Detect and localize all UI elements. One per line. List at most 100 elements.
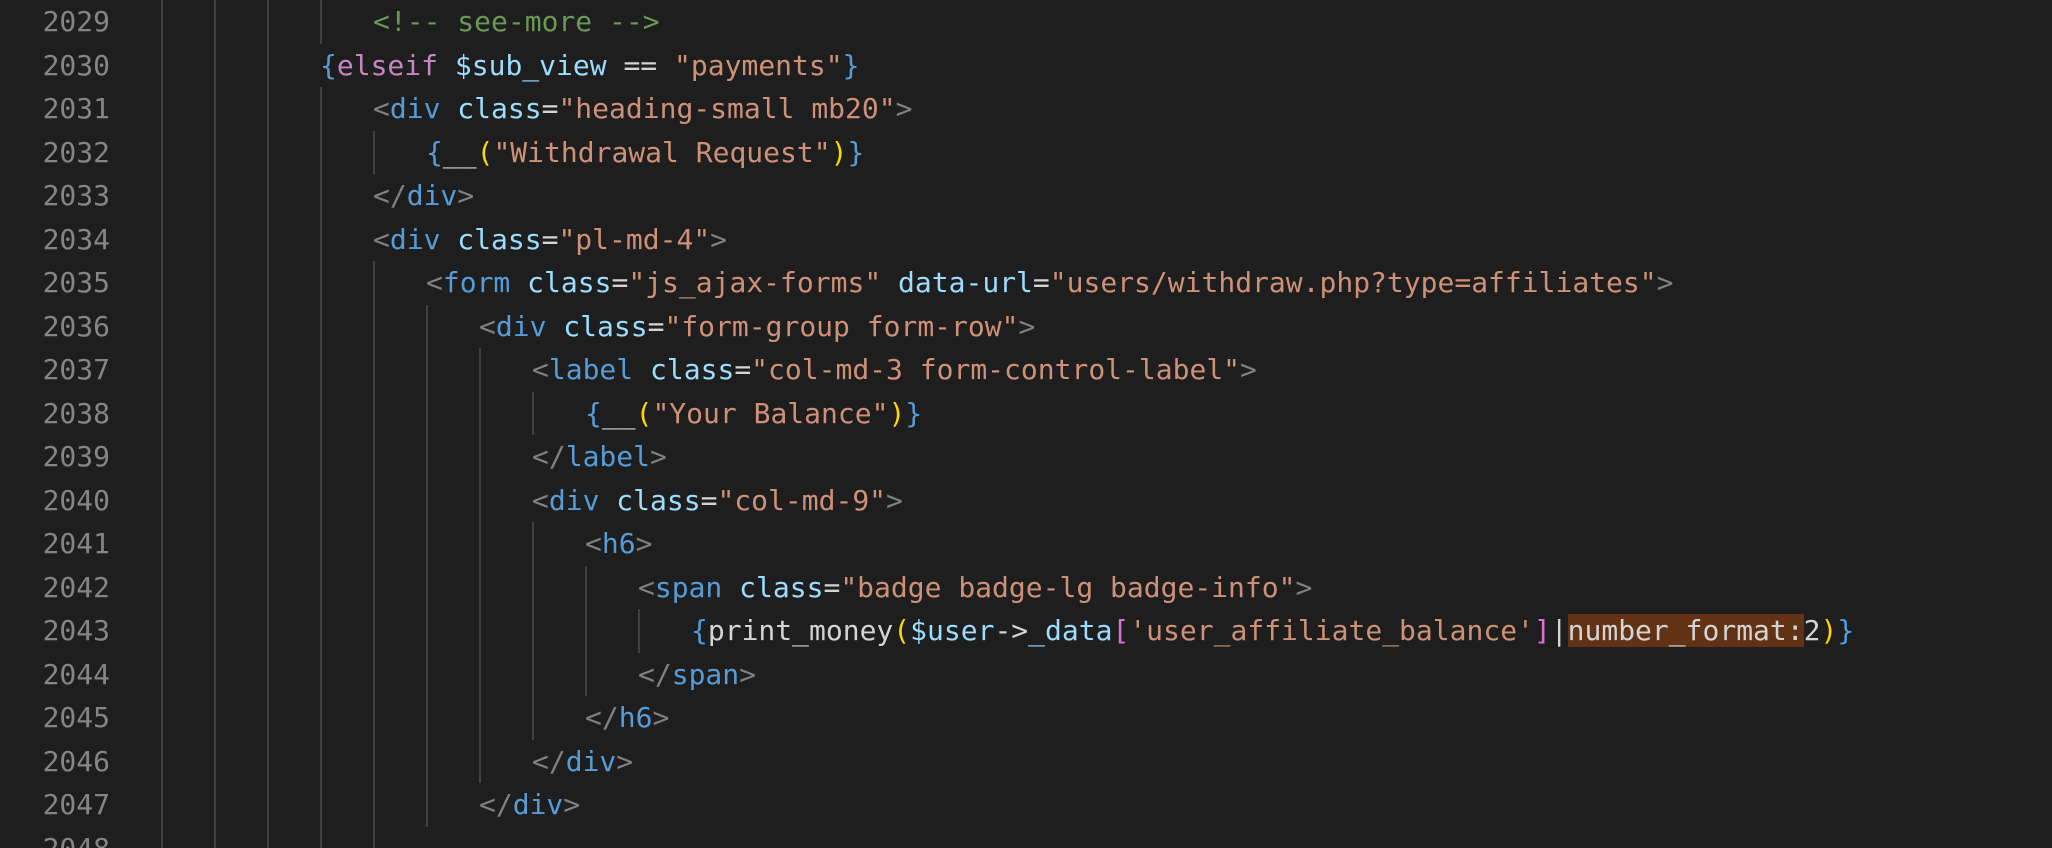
indent-guide <box>426 739 428 783</box>
code-token: ( <box>476 135 494 169</box>
code-line[interactable]: 2048 <box>0 826 2052 848</box>
code-text: </div> <box>479 783 580 827</box>
code-line[interactable]: 2041<h6> <box>0 522 2052 566</box>
code-token: "heading-small mb20" <box>558 92 896 125</box>
code-line[interactable]: 2036<div class="form-group form-row"> <box>0 304 2052 349</box>
indent-guide <box>214 609 216 653</box>
code-line[interactable]: 2030 {elseif $sub_view == "payments"} <box>0 43 2052 88</box>
code-line[interactable]: 2033</div> <box>0 174 2052 218</box>
code-token: > <box>616 744 634 778</box>
code-token: _data <box>1028 614 1113 647</box>
code-token: print_money <box>707 614 894 647</box>
code-line[interactable]: 2040<div class="col-md-9"> <box>0 478 2052 522</box>
code-line[interactable]: 2035<form class="js_ajax-forms" data-url… <box>0 261 2052 305</box>
code-token: div <box>512 788 564 821</box>
code-text: <span class="badge badge-lg badge-info"> <box>638 566 1312 610</box>
indent-guide <box>214 522 216 566</box>
indent-guide <box>320 522 322 566</box>
code-line[interactable]: 2031<div class="heading-small mb20"> <box>0 87 2052 131</box>
indent-guide <box>320 696 322 740</box>
code-token: = <box>611 266 629 299</box>
code-line[interactable]: 2034<div class="pl-md-4"> <box>0 217 2052 261</box>
code-token: ] <box>1533 614 1551 647</box>
code-line[interactable]: 2037<label class="col-md-3 form-control-… <box>0 348 2052 392</box>
code-token: label <box>565 440 651 473</box>
code-token: </ <box>373 179 407 212</box>
code-token <box>510 266 527 299</box>
indent-guide <box>426 435 428 479</box>
code-token: "col-md-9" <box>717 483 887 517</box>
line-number: 2045 <box>42 701 110 734</box>
code-token: __ <box>442 135 477 169</box>
code-text: <div class="form-group form-row"> <box>479 305 1035 349</box>
indent-guide <box>320 261 322 305</box>
indent-guide <box>214 304 216 348</box>
indent-guide <box>267 435 269 479</box>
indent-guide <box>373 609 375 653</box>
code-token: } <box>842 48 860 82</box>
code-line[interactable]: 2039</label> <box>0 435 2052 479</box>
code-text: {__("Your Balance")} <box>585 392 922 436</box>
code-text: </h6> <box>585 696 669 740</box>
indent-guide <box>479 391 481 435</box>
code-line[interactable]: 2038{__("Your Balance")} <box>0 391 2052 436</box>
indent-guide <box>161 565 163 609</box>
indent-guide <box>426 783 428 827</box>
code-token: div <box>565 744 617 778</box>
indent-guide <box>161 696 163 740</box>
code-text: {elseif $sub_view == "payments"} <box>320 44 859 88</box>
code-token: "users/withdraw.php?type=affiliates" <box>1049 266 1657 299</box>
indent-guide <box>373 783 375 827</box>
code-line[interactable]: 2032{__("Withdrawal Request")} <box>0 130 2052 174</box>
indent-guide <box>267 0 269 44</box>
indent-guide <box>320 217 322 261</box>
code-token: > <box>1656 266 1674 299</box>
code-text: </div> <box>373 174 474 218</box>
code-token: | <box>1550 614 1568 647</box>
indent-guide <box>479 652 481 696</box>
indent-guide <box>373 652 375 696</box>
line-number: 2030 <box>42 48 110 82</box>
code-line[interactable]: 2043{print_money($user->_data['user_affi… <box>0 609 2052 653</box>
code-line[interactable]: 2046</div> <box>0 739 2052 783</box>
indent-guide <box>214 174 216 218</box>
indent-guide <box>214 391 216 435</box>
code-token <box>440 92 457 125</box>
code-token: h6 <box>618 701 653 734</box>
indent-guide <box>426 522 428 566</box>
indent-guide <box>320 174 322 218</box>
indent-guide <box>479 739 481 783</box>
code-token: class <box>616 483 701 517</box>
code-line[interactable]: 2029<!-- see-more --> <box>0 0 2052 44</box>
indent-guide <box>214 43 216 87</box>
code-line[interactable]: 2042<span class="badge badge-lg badge-in… <box>0 565 2052 610</box>
indent-guide <box>267 652 269 696</box>
code-token: < <box>532 483 549 517</box>
indent-guide <box>214 348 216 392</box>
indent-guide <box>267 261 269 305</box>
code-line[interactable]: 2047 </div> <box>0 783 2052 827</box>
indent-guide <box>479 478 481 522</box>
code-line[interactable]: 2044</span> <box>0 652 2052 696</box>
indent-guide <box>532 391 534 435</box>
indent-guide <box>267 304 269 348</box>
indent-guide <box>161 522 163 566</box>
indent-guide <box>373 522 375 566</box>
indent-guide <box>373 304 375 348</box>
indent-guide <box>214 435 216 479</box>
code-token: ) <box>888 396 906 430</box>
code-token: </ <box>532 744 566 778</box>
code-text: <h6> <box>585 522 652 566</box>
code-line[interactable]: 2045 </h6> <box>0 696 2052 740</box>
code-token: <!-- see-more --> <box>373 5 660 38</box>
indent-guide <box>267 87 269 131</box>
indent-guide <box>214 826 216 848</box>
indent-guide <box>267 565 269 609</box>
indent-guide <box>320 826 322 848</box>
line-number: 2047 <box>42 788 110 821</box>
indent-guide <box>161 739 163 783</box>
indent-guide <box>320 304 322 348</box>
code-text: {print_money($user->_data['user_affiliat… <box>691 609 1854 653</box>
code-token: > <box>895 92 913 125</box>
